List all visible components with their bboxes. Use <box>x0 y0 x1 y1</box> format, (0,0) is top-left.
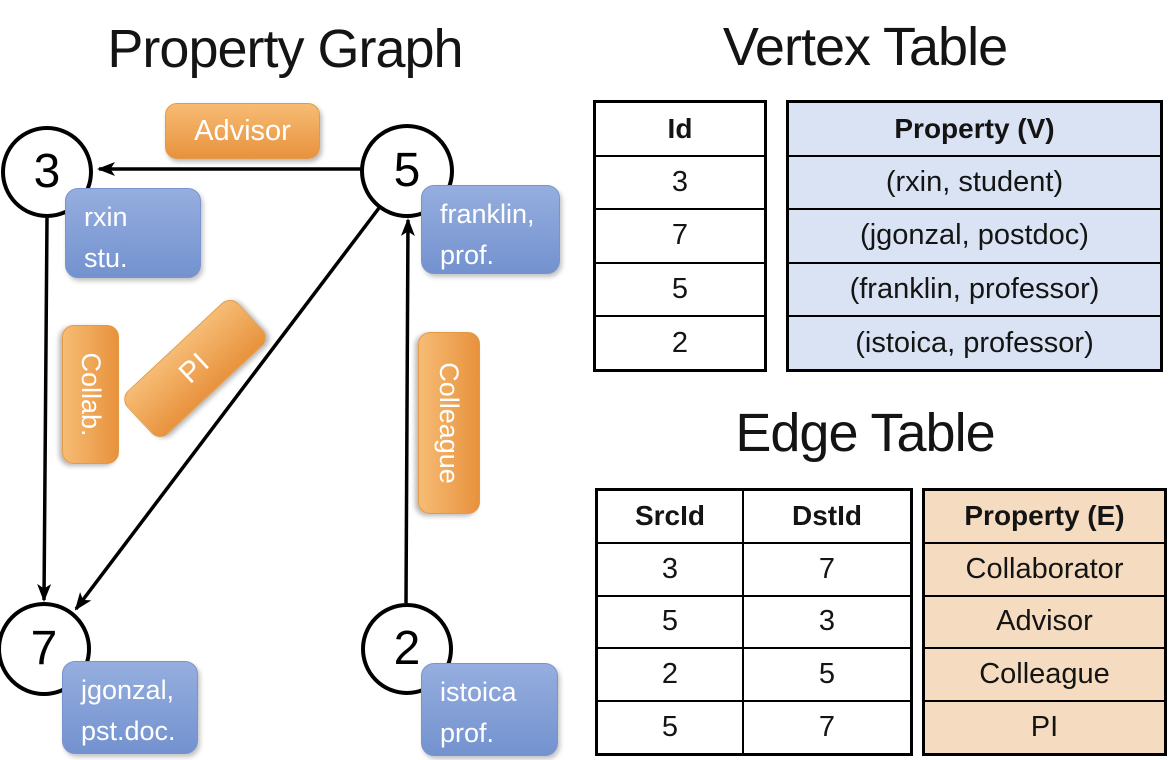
table-cell: (jgonzal, postdoc) <box>860 219 1089 252</box>
table-cell: Advisor <box>996 605 1093 638</box>
table-cell: 2 <box>661 658 679 691</box>
table-cell: (istoica, professor) <box>855 326 1094 359</box>
vertex-id-3: 3 <box>33 145 61 198</box>
edge-5-to-7 <box>74 206 381 611</box>
vertex-property-line: jgonzal, <box>81 675 175 705</box>
column-header-dstid: DstId <box>742 491 910 542</box>
column-header-property-e: Property (E) <box>964 500 1125 532</box>
table-cell: 5 <box>661 711 679 744</box>
edge-2-to-5 <box>400 218 415 604</box>
vertex-property-line: istoica <box>440 677 517 707</box>
edge-3-to-7 <box>37 217 52 602</box>
vertex-property-box-3: rxin stu. <box>65 188 201 278</box>
column-header-srcid: SrcId <box>634 500 706 532</box>
table-cell: (rxin, student) <box>885 165 1064 198</box>
table-cell: PI <box>1030 711 1059 744</box>
table-cell: 3 <box>671 165 689 198</box>
vertex-property-box-7: jgonzal, pst.doc. <box>62 661 198 754</box>
table-cell: 7 <box>671 219 689 252</box>
vertex-property-line: franklin, <box>440 199 535 229</box>
table-cell: 5 <box>661 605 679 638</box>
vertex-id-2: 2 <box>393 622 421 675</box>
vertex-property-line: pst.doc. <box>81 716 176 747</box>
table-cell: 5 <box>671 273 689 306</box>
edge-label-collab: Collab. <box>62 325 119 464</box>
vertex-property-box-5: franklin, prof. <box>421 185 560 274</box>
table-cell: (franklin, professor) <box>849 273 1100 306</box>
vertex-property-line: prof. <box>440 718 495 749</box>
vertex-table-id-column: Id 3 7 5 2 <box>593 100 767 372</box>
column-header-property-v: Property (V) <box>894 112 1055 144</box>
vertex-table-title: Vertex Table <box>722 17 1008 77</box>
table-cell: 2 <box>671 326 689 359</box>
column-header-id: Id <box>667 112 693 144</box>
graph-canvas <box>0 124 454 696</box>
table-cell: 7 <box>742 702 910 753</box>
table-cell: 7 <box>742 543 910 595</box>
property-graph-title: Property Graph <box>107 19 463 79</box>
edge-label-advisor: Advisor <box>165 103 320 159</box>
table-cell: Collaborator <box>965 552 1124 585</box>
vertex-id-5: 5 <box>393 144 421 197</box>
vertex-id-7: 7 <box>30 622 58 675</box>
table-cell: Colleague <box>979 658 1110 691</box>
edge-label-colleague: Colleague <box>418 332 480 514</box>
vertex-property-line: prof. <box>440 240 495 271</box>
table-cell: 3 <box>661 552 679 585</box>
edge-table-title: Edge Table <box>735 403 995 463</box>
vertex-table-property-column: Property (V) (rxin, student) (jgonzal, p… <box>786 100 1163 372</box>
vertex-property-line: rxin <box>84 202 128 232</box>
edge-table-ids-columns: SrcId DstId 3 7 5 3 2 5 5 7 <box>595 488 913 756</box>
vertex-property-line: stu. <box>84 243 128 274</box>
table-cell: 3 <box>742 596 910 648</box>
edge-table-property-column: Property (E) Collaborator Advisor Collea… <box>922 488 1167 756</box>
vertex-property-box-2: istoica prof. <box>421 663 558 756</box>
table-cell: 5 <box>742 649 910 701</box>
